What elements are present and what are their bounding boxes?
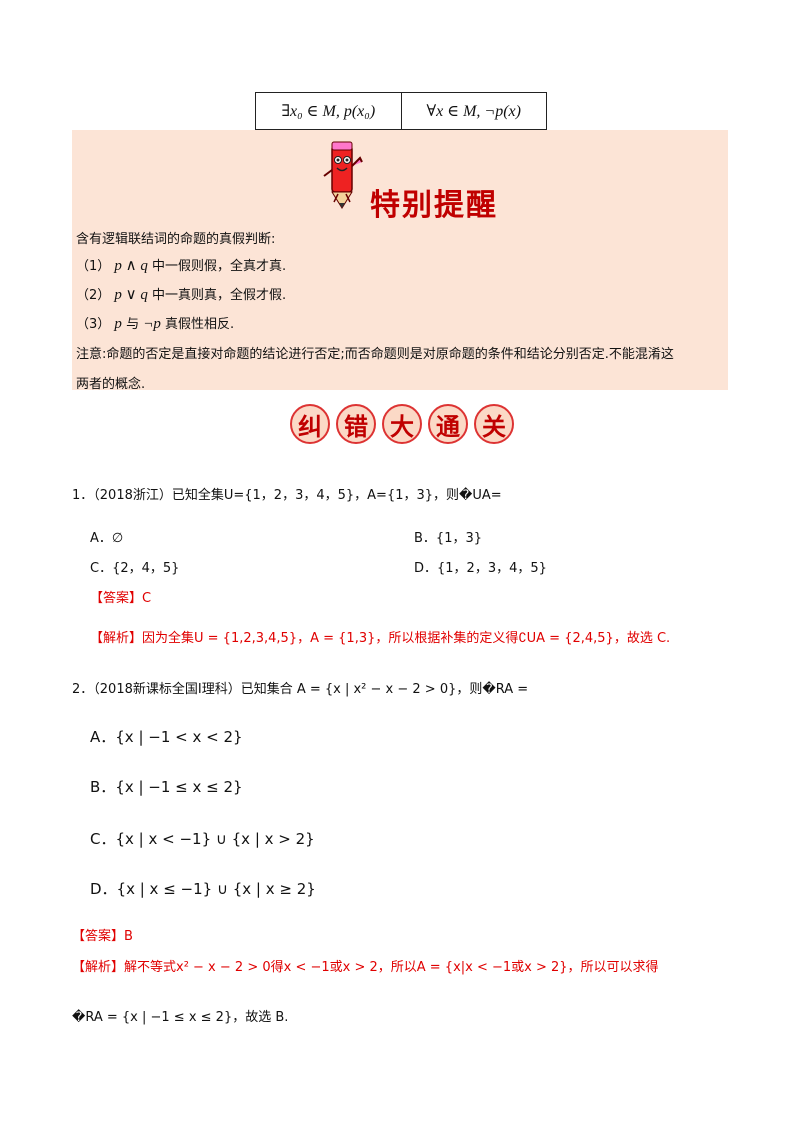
question-2-analysis-line-1: 【解析】解不等式x² − x − 2 > 0得x < −1或x > 2，所以A … xyxy=(72,960,659,975)
tips-item-3-mid: 与 xyxy=(126,317,140,332)
question-1-option-b: B．{1，3} xyxy=(414,531,483,546)
tips-intro: 含有逻辑联结词的命题的真假判断: xyxy=(76,232,276,247)
question-1-stem: 1．（2018浙江）已知全集U={1，2，3，4，5}，A={1，3}，则�UA… xyxy=(72,488,502,503)
question-2-answer: 【答案】B xyxy=(72,929,133,944)
banner-char: 关 xyxy=(474,404,514,444)
banner-char: 错 xyxy=(336,404,376,444)
special-reminder-title: 特别提醒 xyxy=(370,188,498,223)
quantifier-table: ∃x₀ ∈ M, p(x₀) ∀x ∈ M, ¬p(x) xyxy=(255,92,547,130)
tips-item-3: （3） p 与 ¬p 真假性相反. xyxy=(76,313,234,333)
banner-char: 纠 xyxy=(290,404,330,444)
question-2-option-a: A．{x | −1 < x < 2} xyxy=(90,728,243,746)
banner-char: 通 xyxy=(428,404,468,444)
tips-item-1: （1） p ∧ q 中一假则假，全真才真. xyxy=(76,255,286,275)
error-correction-banner: 纠 错 大 通 关 xyxy=(290,404,514,444)
tips-item-1-number: （1） xyxy=(76,259,111,274)
pencil-mascot-icon xyxy=(323,141,363,209)
tips-note-line-2: 两者的概念. xyxy=(76,377,146,392)
question-2-stem: 2．（2018新课标全国Ⅰ理科）已知集合 A = {x | x² − x − 2… xyxy=(72,682,529,697)
tips-item-1-text: 中一假则假，全真才真. xyxy=(152,259,287,274)
tips-item-3-formula-2: ¬p xyxy=(143,316,161,332)
tips-item-1-formula: p ∧ q xyxy=(114,258,148,274)
tips-note-line-1: 注意:命题的否定是直接对命题的结论进行否定;而否命题则是对原命题的条件和结论分别… xyxy=(76,347,674,362)
special-reminder-box xyxy=(72,130,728,390)
tips-item-3-number: （3） xyxy=(76,317,111,332)
tips-item-3-text: 真假性相反. xyxy=(164,317,235,332)
tips-item-2-formula: p ∨ q xyxy=(114,287,148,303)
question-1-answer: 【答案】C xyxy=(90,591,152,606)
tips-item-3-formula: p xyxy=(114,316,122,332)
question-2-analysis-line-2: �RA = {x | −1 ≤ x ≤ 2}，故选 B. xyxy=(72,1010,289,1025)
question-1-analysis: 【解析】因为全集U = {1,2,3,4,5}，A = {1,3}，所以根据补集… xyxy=(90,631,671,646)
tips-item-2-text: 中一真则真，全假才假. xyxy=(152,288,287,303)
question-2-option-b: B．{x | −1 ≤ x ≤ 2} xyxy=(90,778,243,796)
table-cell-exists: ∃x₀ ∈ M, p(x₀) xyxy=(281,103,376,120)
question-2-option-c: C．{x | x < −1} ∪ {x | x > 2} xyxy=(90,830,315,848)
question-1-option-a: A．∅ xyxy=(90,531,124,546)
table-cell-forall: ∀x ∈ M, ¬p(x) xyxy=(400,93,547,129)
question-1-option-c: C．{2，4，5} xyxy=(90,561,180,576)
tips-item-2-number: （2） xyxy=(76,288,111,303)
question-1-option-d: D．{1，2，3，4，5} xyxy=(414,561,547,576)
question-2-option-d: D．{x | x ≤ −1} ∪ {x | x ≥ 2} xyxy=(90,880,316,898)
tips-item-2: （2） p ∨ q 中一真则真，全假才假. xyxy=(76,284,286,304)
banner-char: 大 xyxy=(382,404,422,444)
